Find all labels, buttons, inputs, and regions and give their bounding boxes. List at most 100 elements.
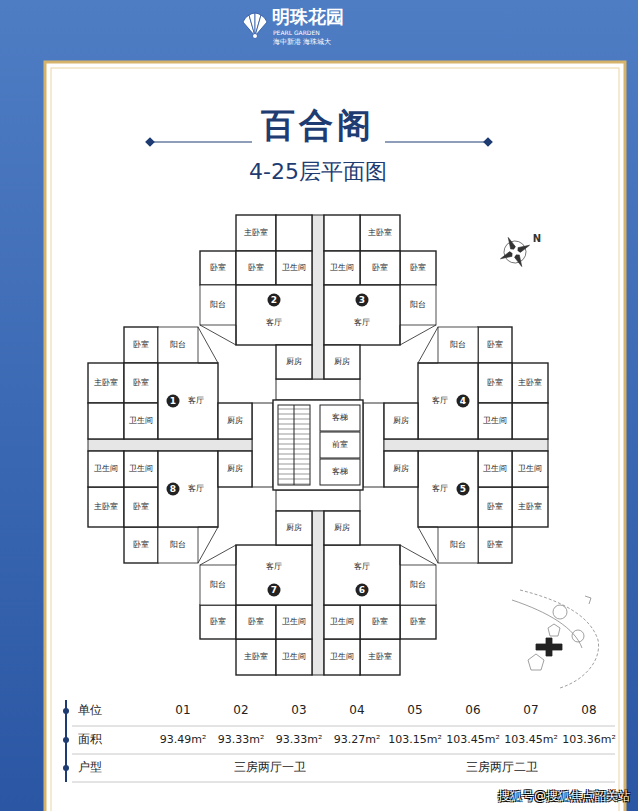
room-outline: [360, 639, 400, 675]
room-outline: [88, 487, 124, 527]
plan-label: 卧室: [133, 340, 149, 349]
plan-label: 卫生间: [94, 464, 118, 473]
room-outline: [512, 451, 548, 487]
plan-label: 卧室: [410, 617, 426, 626]
balcony-edge: [418, 327, 438, 363]
unit-plan: [200, 511, 312, 675]
core: [273, 400, 363, 490]
room-outline: [236, 215, 276, 251]
room-outline: [276, 345, 312, 379]
plan-label: 阳台: [170, 340, 186, 349]
room-outline: [276, 511, 312, 545]
room-outline: [236, 251, 276, 285]
wing: [88, 327, 273, 563]
balcony-edge: [400, 325, 436, 345]
plan-label: 卫生间: [282, 652, 306, 661]
logo-text: 海中新港 海珠城大: [273, 38, 331, 46]
plan-label: 卫生间: [518, 464, 542, 473]
lift-box: [320, 432, 360, 458]
room-outline: [218, 403, 252, 439]
plan-label: 卫生间: [129, 464, 153, 473]
balcony-edge: [198, 327, 218, 363]
room-outline: [276, 639, 312, 675]
room-outline: [324, 605, 360, 639]
plan-label: 卧室: [410, 263, 426, 272]
room-outline: [438, 327, 478, 363]
plan-label: 三房两厅二卫: [466, 761, 538, 775]
stair: [278, 405, 310, 485]
lift-box: [320, 405, 360, 431]
room-outline: [124, 403, 158, 439]
plan-label: 103.36m²: [562, 734, 616, 747]
room-outline: [384, 451, 418, 487]
plan-label: N: [533, 233, 541, 245]
room-outline: [276, 251, 312, 285]
plan-label: 4: [460, 396, 466, 406]
plan-label: 2: [271, 295, 277, 305]
room-outline: [400, 251, 436, 285]
plan-label: 93.27m²: [334, 734, 381, 747]
plan-label: 客厅: [432, 396, 448, 405]
plan-label: 主卧室: [244, 228, 268, 237]
plan-label: 01: [175, 704, 190, 718]
plan-label: 阳台: [450, 340, 466, 349]
unit-number-badge: [268, 294, 281, 307]
room-outline: [478, 327, 512, 363]
card: [45, 62, 625, 811]
room-outline: [360, 215, 400, 251]
plan-label: 卫生间: [330, 617, 354, 626]
plan-label: 卧室: [133, 378, 149, 387]
plan-label: 卧室: [248, 263, 264, 272]
plan-label: 搜狐号@搜狐焦点韶关站: [498, 790, 630, 804]
plan-label: 6: [359, 585, 365, 595]
plan-label: 07: [523, 704, 538, 718]
plan-label: 卧室: [248, 617, 264, 626]
plan-label: 卧室: [372, 263, 388, 272]
party-wall: [312, 511, 324, 675]
site-plan: [512, 590, 599, 688]
plan-label: 02: [233, 704, 248, 718]
room-outline: [438, 527, 478, 563]
plan-label: 厨房: [393, 464, 409, 473]
plan-label: 卧室: [210, 617, 226, 626]
party-wall: [384, 439, 548, 451]
corridor: [252, 403, 273, 487]
room-outline: [88, 451, 124, 487]
plan-label: 厨房: [227, 464, 243, 473]
room-outline: [324, 345, 360, 379]
card-inner-border: [51, 68, 619, 811]
room-outline: [400, 605, 436, 639]
room-outline: [236, 605, 276, 639]
room-outline: [400, 285, 436, 325]
plan-label: 卧室: [372, 617, 388, 626]
unit-plan: [200, 215, 312, 379]
logo-shell: [243, 13, 267, 39]
room-outline: [324, 215, 360, 251]
logo-text: PEARL GARDEN: [273, 30, 320, 37]
plan-label: 03: [291, 704, 306, 718]
plan-label: 厨房: [334, 357, 350, 366]
room-outline: [236, 285, 312, 345]
lift-box: [320, 459, 360, 485]
plan-label: 厨房: [286, 357, 302, 366]
core-outline: [273, 400, 363, 490]
unit-plan: [324, 215, 436, 379]
plan-label: 主卧室: [94, 502, 118, 511]
unit-number-badge: [457, 395, 470, 408]
plan-label: 卧室: [487, 378, 503, 387]
plan-label: 客厅: [354, 562, 370, 571]
plan-label: 阳台: [410, 580, 426, 589]
plan-label: 5: [460, 484, 466, 494]
plan-label: 单位: [78, 704, 102, 718]
plan-label: 客厅: [266, 318, 282, 327]
plan-label: 103.15m²: [388, 734, 442, 747]
room-outline: [236, 639, 276, 675]
plan-label: 主卧室: [94, 378, 118, 387]
room-outline: [418, 451, 478, 527]
plan-label: 1: [170, 396, 176, 406]
plan-label: 103.45m²: [446, 734, 500, 747]
plan-label: 卫生间: [282, 263, 306, 272]
room-outline: [324, 251, 360, 285]
unit-number-badge: [356, 584, 369, 597]
plan-label: 主卧室: [518, 378, 542, 387]
